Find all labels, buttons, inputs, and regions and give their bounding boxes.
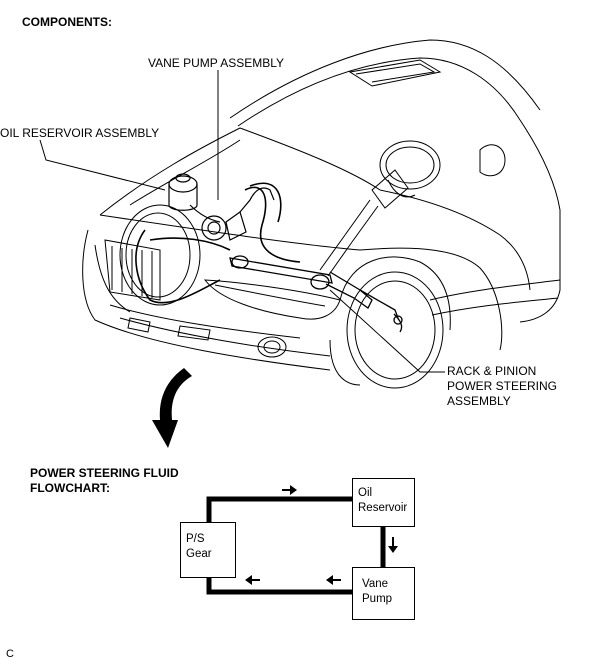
vane-pump-label: VANE PUMP ASSEMBLY	[148, 56, 285, 70]
vane-pump-box: Vane Pump	[352, 567, 415, 620]
ps-gear-box: P/S Gear	[180, 522, 236, 578]
flowchart-title-line1: POWER STEERING FLUID	[30, 466, 179, 480]
flow-lines	[206, 496, 386, 595]
car-body-outline	[82, 39, 561, 389]
flow-arrow-left-icon-2	[245, 575, 260, 585]
vane-box-line1: Vane	[362, 578, 389, 590]
rack-pinion-label-line3: ASSEMBLY	[447, 394, 511, 408]
oil-reservoir-drawing	[168, 173, 221, 223]
vane-pump-drawing	[201, 187, 275, 241]
gear-box-line1: P/S	[186, 533, 205, 545]
oil-reservoir-box: Oil Reservoir	[352, 478, 415, 527]
gear-box-line2: Gear	[186, 548, 212, 560]
flowchart-title-line2: FLOWCHART:	[30, 481, 110, 495]
oil-box-line2: Reservoir	[358, 502, 408, 514]
flow-arrow-left-icon	[326, 575, 341, 585]
flow-arrows	[245, 485, 398, 585]
rack-pinion-label: RACK & PINION POWER STEERING ASSEMBLY	[447, 364, 557, 409]
booster-drawing	[119, 204, 201, 306]
hose-lines	[135, 182, 301, 304]
leader-lines	[39, 70, 445, 373]
rack-pinion-drawing	[229, 255, 403, 333]
vane-box-line2: Pump	[362, 593, 393, 605]
curved-arrow-icon	[152, 368, 192, 448]
flow-arrow-right-icon	[282, 485, 297, 495]
rack-pinion-label-line1: RACK & PINION	[447, 364, 537, 378]
corner-mark: C	[6, 648, 14, 660]
components-title: COMPONENTS:	[22, 15, 112, 29]
flowchart-title: POWER STEERING FLUID FLOWCHART:	[30, 466, 179, 496]
oil-reservoir-label: OIL RESERVOIR ASSEMBLY	[0, 126, 160, 140]
rack-pinion-label-line2: POWER STEERING	[447, 379, 558, 393]
flow-arrow-down-icon	[388, 537, 398, 553]
oil-box-line1: Oil	[358, 487, 373, 499]
